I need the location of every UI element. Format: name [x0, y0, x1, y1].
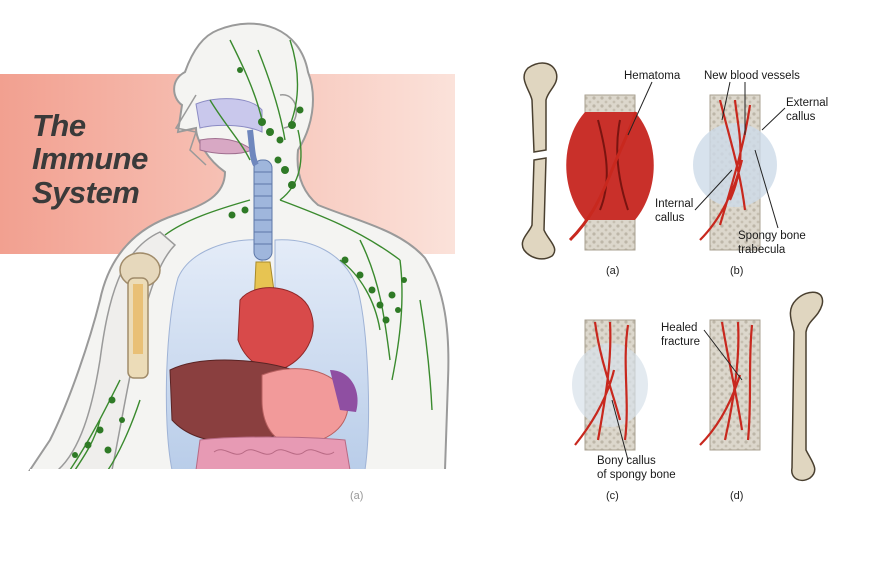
label-hematoma: Hematoma — [624, 70, 681, 82]
label-bony-callus-1: Bony callus — [597, 455, 656, 467]
femur-healed — [789, 291, 824, 482]
trachea — [247, 129, 273, 261]
humerus-bone — [119, 252, 161, 379]
label-external-callus-2: callus — [786, 111, 816, 123]
title-line-1: The — [32, 108, 86, 143]
label-healed-2: fracture — [661, 336, 700, 348]
panel-d-caption: (d) — [730, 490, 744, 502]
label-internal-callus-1: Internal — [655, 198, 694, 210]
fracture-healing-diagram — [521, 62, 824, 482]
panel-d-section — [699, 319, 761, 451]
intestines — [195, 436, 351, 471]
label-internal-callus-2: callus — [655, 212, 685, 224]
panel-c-section — [572, 319, 648, 451]
immune-system-illustration — [0, 22, 460, 471]
panel-b-caption: (b) — [730, 265, 744, 277]
label-external-callus-1: External — [786, 97, 829, 109]
spleen — [330, 370, 358, 412]
panel-a-caption: (a) — [606, 265, 620, 277]
label-spongy-bone-2: trabecula — [738, 244, 786, 256]
leader-lines — [611, 81, 786, 461]
label-spongy-bone-1: Spongy bone — [738, 230, 806, 242]
label-bony-callus-2: of spongy bone — [597, 469, 676, 481]
panel-c-caption: (c) — [606, 490, 619, 502]
lymph-vessels — [69, 39, 433, 471]
title-line-2: Immune — [32, 141, 148, 176]
stomach — [261, 368, 349, 445]
label-healed-1: Healed — [661, 322, 698, 334]
lymph-nodes — [72, 67, 407, 458]
title-line-3: System — [32, 175, 140, 210]
nasal-cavity — [195, 98, 263, 133]
face-profile — [174, 94, 207, 166]
panel-b-section — [693, 94, 777, 251]
panel-a-section — [566, 94, 654, 251]
femur-broken — [521, 62, 558, 260]
label-new-blood-vessels: New blood vessels — [704, 70, 800, 82]
immune-caption: (a) — [350, 490, 364, 502]
